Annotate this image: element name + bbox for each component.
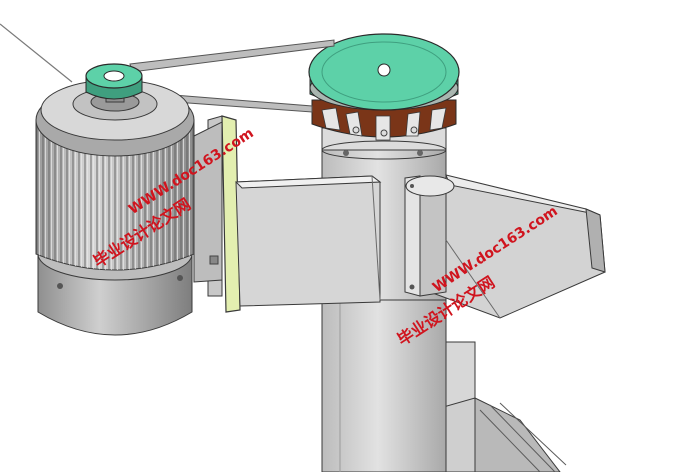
frame-edge-line	[0, 23, 73, 83]
mount-panel	[234, 175, 382, 307]
small-pulley	[85, 63, 143, 100]
motor-mount-plate	[193, 115, 241, 313]
large-pulley	[308, 33, 460, 111]
electric-motor	[35, 79, 195, 336]
discharge-chute	[404, 174, 606, 319]
bearing-ring	[311, 99, 457, 141]
